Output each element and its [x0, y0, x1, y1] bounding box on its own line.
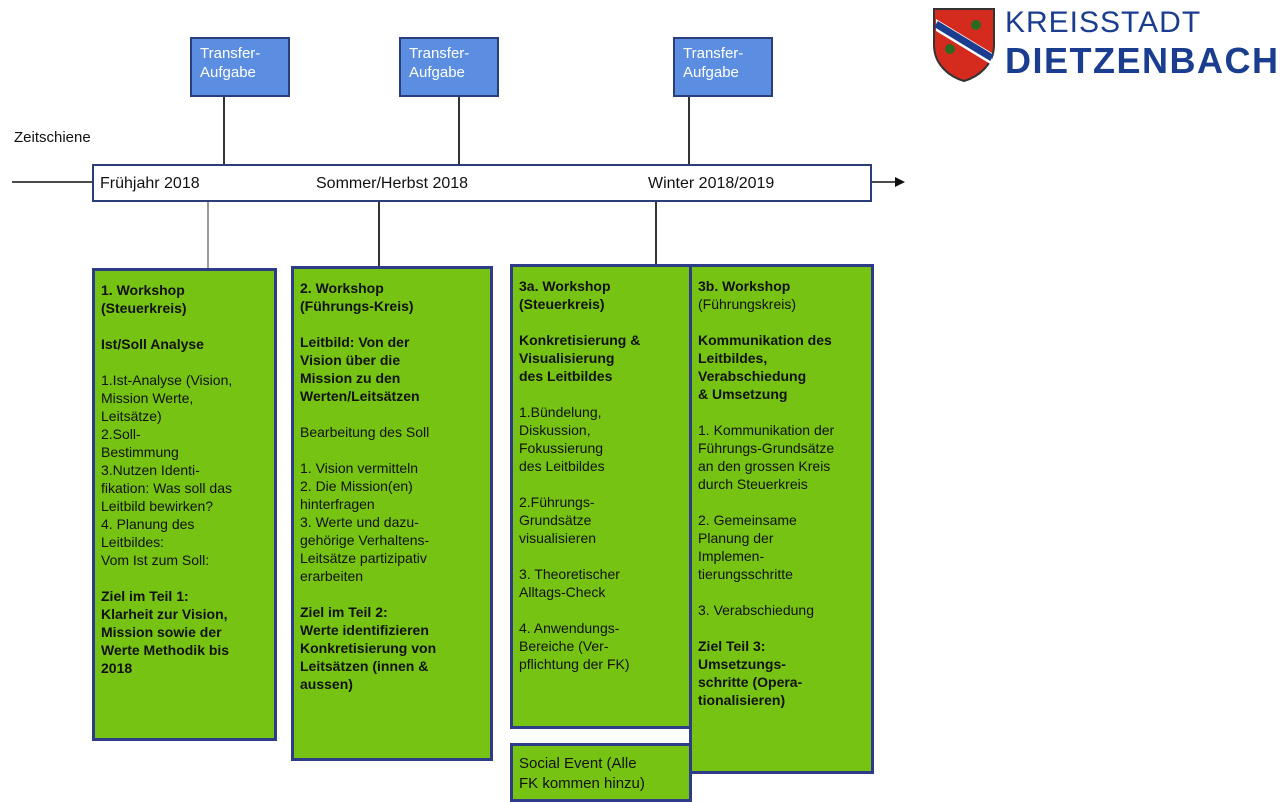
period-winter: Winter 2018/2019 — [648, 175, 775, 192]
workshop-3a-body-2: 2.Führungs- Grundsätze visualisieren — [519, 494, 597, 546]
period-sommer-herbst: Sommer/Herbst 2018 — [316, 175, 469, 192]
transfer-box-3: Transfer- Aufgabe — [673, 37, 773, 97]
workshop-3b-subtitle: Kommunikation des Leitbildes, Verabschie… — [698, 332, 832, 402]
workshop-1-title: 1. Workshop (Steuerkreis) — [101, 282, 187, 316]
timeline-arrow — [12, 177, 905, 187]
workshop-2-box: 2. Workshop (Führungs-Kreis) Leitbild: V… — [291, 266, 493, 761]
workshop-3b-body-1: 1. Kommunikation der Führungs-Grundsätze… — [698, 422, 835, 492]
timeline-label: Zeitschiene — [14, 129, 91, 146]
transfer-box-1: Transfer- Aufgabe — [190, 37, 290, 97]
workshop-2-body: 1. Vision vermitteln 2. Die Mission(en) … — [300, 460, 430, 584]
connector-workshop-2 — [378, 202, 380, 266]
connector-transfer-2 — [458, 97, 460, 164]
logo-dietzenbach-text: DIETZENBACH — [1005, 40, 1280, 81]
social-event-text: Social Event (Alle FK kommen hinzu) — [519, 755, 645, 792]
connector-transfer-3 — [688, 97, 690, 164]
social-event-box: Social Event (Alle FK kommen hinzu) — [510, 743, 692, 802]
workshop-2-title: 2. Workshop (Führungs-Kreis) — [300, 280, 414, 314]
workshop-2-goal: Ziel im Teil 2: Werte identifizieren Kon… — [300, 604, 437, 692]
workshop-3b-body-3: 3. Verabschiedung — [698, 602, 814, 618]
workshop-2-body-intro: Bearbeitung des Soll — [300, 424, 430, 440]
workshop-3a-body-1: 1.Bündelung, Diskussion, Fokussierung de… — [519, 404, 605, 474]
workshop-3a-title: 3a. Workshop (Steuerkreis) — [519, 278, 611, 312]
workshop-3b-title: 3b. Workshop — [698, 278, 791, 294]
workshop-3b-title-2: (Führungskreis) — [698, 296, 797, 312]
workshop-1-goal: Ziel im Teil 1: Klarheit zur Vision, Mis… — [101, 588, 230, 676]
workshop-3a-body-4: 4. Anwendungs- Bereiche (Ver- pflichtung… — [519, 620, 630, 672]
connector-workshop-3a — [655, 202, 657, 266]
logo-kreisstadt-text: KREISSTADT — [1005, 6, 1202, 39]
workshop-3a-box: 3a. Workshop (Steuerkreis) Konkretisieru… — [510, 264, 692, 729]
workshop-3b-box: 3b. Workshop (Führungskreis) Kommunikati… — [689, 264, 874, 774]
workshop-1-box: 1. Workshop (Steuerkreis) Ist/Soll Analy… — [92, 268, 277, 741]
coat-of-arms-icon — [933, 8, 995, 83]
transfer-box-2: Transfer- Aufgabe — [399, 37, 499, 97]
connector-transfer-1 — [223, 97, 225, 164]
timeline-bar — [92, 164, 872, 202]
workshop-2-subtitle: Leitbild: Von der Vision über die Missio… — [300, 334, 420, 404]
period-fruehjahr: Frühjahr 2018 — [100, 175, 200, 192]
workshop-3a-subtitle: Konkretisierung & Visualisierung des Lei… — [519, 332, 641, 384]
workshop-3b-body-2: 2. Gemeinsame Planung der Implemen- tier… — [698, 512, 797, 582]
workshop-3b-goal: Ziel Teil 3: Umsetzungs- schritte (Opera… — [698, 638, 803, 708]
workshop-1-subtitle: Ist/Soll Analyse — [101, 336, 204, 352]
workshop-3a-body-3: 3. Theoretischer Alltags-Check — [519, 566, 620, 600]
workshop-1-body: 1.Ist-Analyse (Vision, Mission Werte, Le… — [101, 372, 233, 568]
connector-workshop-1 — [207, 202, 209, 268]
